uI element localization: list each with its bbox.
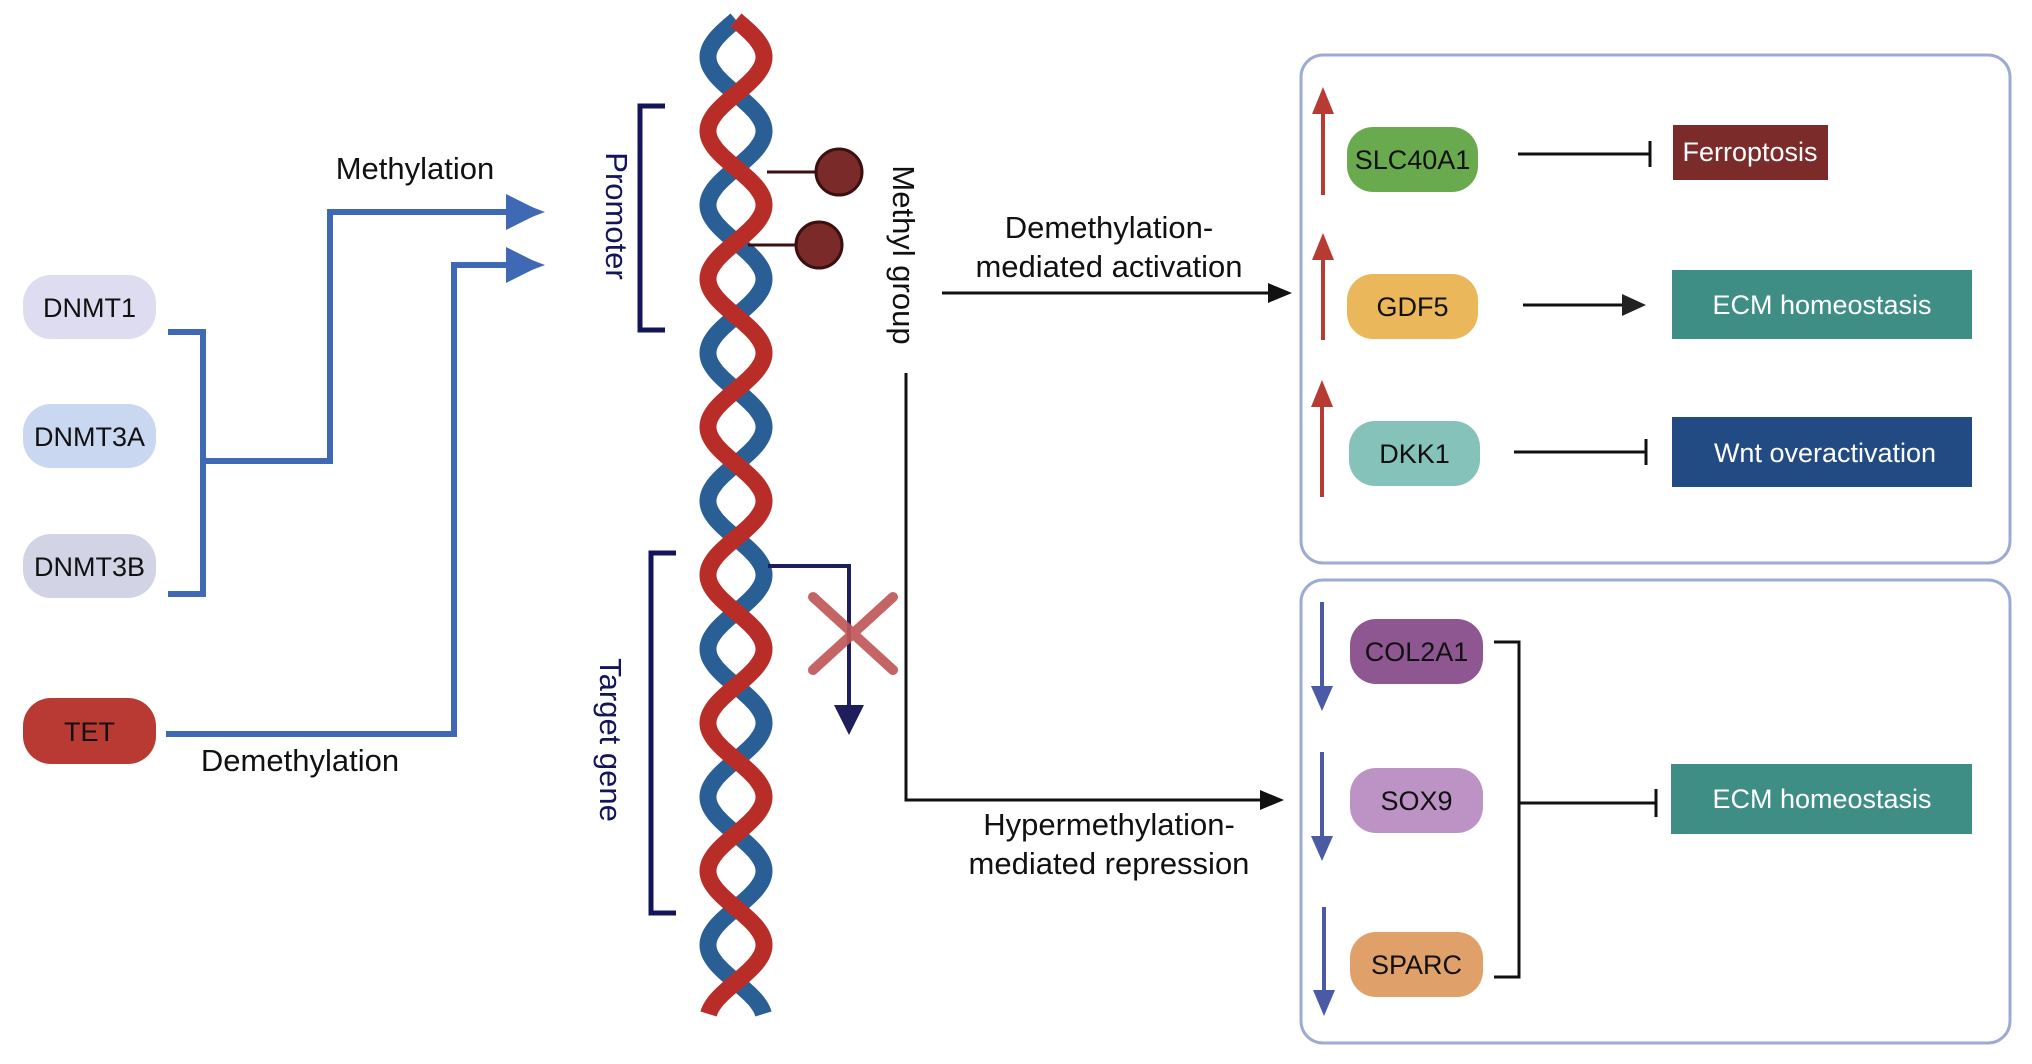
gene-label: SLC40A1 xyxy=(1355,145,1471,175)
methyl-group-label: Methyl group xyxy=(886,165,921,344)
methylation-connector xyxy=(166,194,542,737)
activation-arrow xyxy=(942,283,1292,303)
activation-label-line2: mediated activation xyxy=(975,249,1242,284)
enzyme-label: TET xyxy=(64,717,115,747)
gene-label: GDF5 xyxy=(1376,292,1448,322)
enzyme-pill xyxy=(23,698,156,764)
gene-row-dkk1: DKK1 Wnt overactivation xyxy=(1311,380,1972,497)
down-arrow-icon xyxy=(1311,602,1333,711)
promoter-bracket xyxy=(637,103,665,333)
blocked-x-icon xyxy=(808,592,898,675)
demethylation-label: Demethylation xyxy=(201,743,399,778)
enzyme-pill xyxy=(23,404,156,468)
up-arrow-icon xyxy=(1312,233,1334,340)
enzyme-pill xyxy=(23,275,156,339)
effect-box xyxy=(1671,764,1972,834)
up-arrow-icon xyxy=(1311,380,1333,497)
demethylation-arrowhead xyxy=(508,251,545,279)
gene-label: DKK1 xyxy=(1379,439,1450,469)
inhibit-connector xyxy=(1514,439,1648,465)
enzyme-label: DNMT3A xyxy=(34,422,145,452)
upregulated-panel: SLC40A1 Ferroptosis GDF5 ECM homeostasis xyxy=(1299,53,2012,565)
effect-label: Ferroptosis xyxy=(1682,137,1817,167)
target-gene-label: Target gene xyxy=(593,658,628,822)
writers-bracket xyxy=(168,329,206,597)
gene-pill xyxy=(1350,932,1483,997)
dna-double-helix xyxy=(699,13,773,1017)
up-arrow-icon xyxy=(1312,87,1334,195)
gene-pill xyxy=(1347,274,1478,339)
transcription-arrowhead xyxy=(834,705,864,735)
repression-label-line1: Hypermethylation- xyxy=(983,807,1235,842)
repression-label-line2: mediated repression xyxy=(969,846,1250,881)
enzyme-pill xyxy=(23,534,156,598)
gene-row-sox9: SOX9 xyxy=(1311,752,1483,861)
dna-strand-red xyxy=(699,13,773,1017)
methylation-arrowhead xyxy=(508,198,545,226)
enzyme-tet: TET xyxy=(23,698,156,764)
methyl-ball xyxy=(814,147,864,197)
gene-pill xyxy=(1350,619,1483,684)
gene-pill xyxy=(1349,421,1480,486)
enzyme-label: DNMT3B xyxy=(34,552,145,582)
transcription-arrow xyxy=(768,564,851,712)
activation-label-line1: Demethylation- xyxy=(1005,210,1213,245)
gene-row-sparc: SPARC xyxy=(1313,907,1483,1016)
gene-label: SOX9 xyxy=(1380,786,1452,816)
methyl-ball xyxy=(794,220,844,270)
effect-box xyxy=(1672,270,1972,339)
gene-row-col2a1: COL2A1 xyxy=(1311,602,1483,711)
gene-label: SPARC xyxy=(1371,950,1462,980)
effect-box xyxy=(1673,125,1828,180)
gene-pill xyxy=(1347,127,1478,192)
enzyme-dnmt3b: DNMT3B xyxy=(23,534,156,598)
promoter-label: Promoter xyxy=(599,152,634,279)
enzyme-dnmt1: DNMT1 xyxy=(23,275,156,339)
promote-connector xyxy=(1523,294,1646,316)
effect-label: ECM homeostasis xyxy=(1712,784,1931,814)
effect-box xyxy=(1672,417,1972,487)
group-inhibit-connector xyxy=(1494,640,1658,979)
target-gene-bracket xyxy=(648,550,676,916)
gene-label: COL2A1 xyxy=(1365,637,1469,667)
methylation-label: Methylation xyxy=(336,151,495,186)
effect-label: ECM homeostasis xyxy=(1712,290,1931,320)
enzyme-label: DNMT1 xyxy=(43,293,136,323)
methylation-arrow xyxy=(203,194,542,464)
methyl-group-2 xyxy=(748,220,844,270)
down-arrow-icon xyxy=(1311,752,1333,861)
gene-pill xyxy=(1350,768,1483,833)
dna-strand-blue xyxy=(699,13,773,1017)
demethylation-arrow xyxy=(166,247,542,737)
gene-row-gdf5: GDF5 ECM homeostasis xyxy=(1312,233,1972,340)
enzyme-column: DNMT1 DNMT3A DNMT3B TET xyxy=(23,275,156,764)
down-arrow-icon xyxy=(1313,907,1335,1016)
enzyme-dnmt3a: DNMT3A xyxy=(23,404,156,468)
downregulated-panel: COL2A1 SOX9 SPARC ECM homeostasis xyxy=(1299,578,2012,1045)
gene-row-slc40a1: SLC40A1 Ferroptosis xyxy=(1312,87,1828,195)
methyl-group-1 xyxy=(767,147,864,197)
inhibit-connector xyxy=(1518,141,1652,167)
repression-arrow xyxy=(904,373,1284,810)
effect-label: Wnt overactivation xyxy=(1714,438,1936,468)
